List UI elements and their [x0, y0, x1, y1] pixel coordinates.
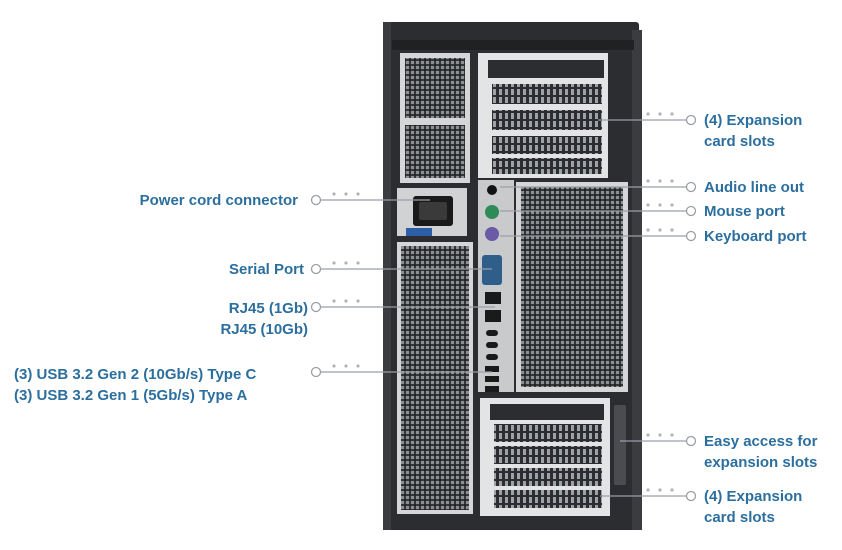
lower-left-vent — [397, 242, 473, 514]
callout-keyboard-port: Keyboard port — [704, 228, 807, 245]
callout-expansion-top: (4) Expansion card slots — [704, 110, 802, 152]
callout-expansion-top-line1: (4) Expansion — [704, 112, 803, 129]
callout-power-cord: Power cord connector — [139, 192, 298, 209]
psu-vent — [400, 53, 470, 183]
io-panel — [478, 180, 514, 392]
bottom-expansion-slots — [480, 398, 626, 516]
callout-easy-access: Easy access for expansion slots — [704, 431, 817, 473]
top-expansion-slots — [478, 53, 608, 178]
callout-usb-type-c: (3) USB 3.2 Gen 2 (10Gb/s) Type C — [14, 366, 257, 383]
callout-usb-type-a: (3) USB 3.2 Gen 1 (5Gb/s) Type A — [14, 387, 248, 404]
callout-easy-access-line1: Easy access for — [704, 433, 818, 450]
callout-expansion-bottom-line1: (4) Expansion — [704, 488, 803, 505]
callout-audio-line-out: Audio line out — [704, 179, 804, 196]
callout-expansion-top-line2: card slots — [704, 133, 775, 150]
callout-serial-port: Serial Port — [228, 261, 304, 278]
callout-expansion-bottom: (4) Expansion card slots — [704, 486, 802, 528]
power-cord-connector — [397, 188, 467, 236]
callout-rj45: RJ45 (1Gb) RJ45 (10Gb) — [220, 298, 308, 340]
leader-lines — [321, 119, 686, 497]
callout-easy-access-line2: expansion slots — [704, 454, 818, 471]
callout-expansion-bottom-line2: card slots — [704, 509, 775, 526]
main-vent — [516, 182, 628, 392]
callout-usb: (3) USB 3.2 Gen 2 (10Gb/s) Type C (3) US… — [14, 364, 256, 406]
callout-rj45-10gb: RJ45 (10Gb) — [220, 321, 308, 338]
leader-dots — [332, 112, 674, 492]
leader-endpoints — [310, 114, 697, 502]
callout-mouse-port: Mouse port — [704, 203, 785, 220]
callout-rj45-1gb: RJ45 (1Gb) — [228, 300, 308, 317]
